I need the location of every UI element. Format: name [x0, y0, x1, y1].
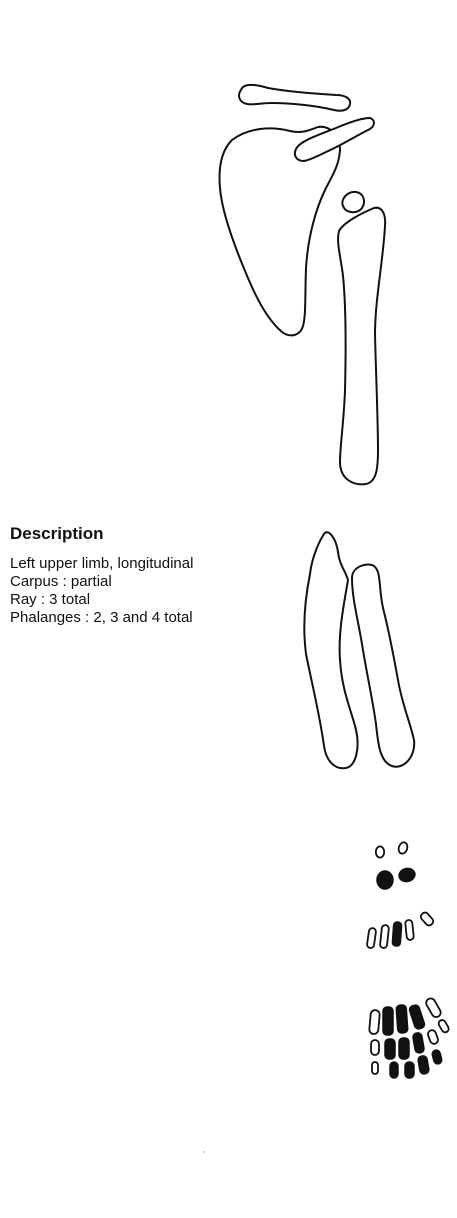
carpal-bone-absent-2	[398, 867, 416, 883]
metacarpal-3	[392, 922, 402, 946]
middle-phalanx-5	[427, 1029, 439, 1045]
description-line-carpus: Carpus : partial	[10, 573, 295, 591]
metacarpal-1	[367, 928, 377, 949]
middle-phalanx-1	[371, 1040, 379, 1055]
radius	[352, 565, 414, 767]
proximal-phalanx-5	[425, 997, 443, 1019]
middle-phalanx-3	[399, 1038, 409, 1059]
distal-phalanx-3	[405, 1062, 414, 1078]
metacarpal-5	[419, 911, 434, 927]
middle-phalanx-4	[412, 1032, 424, 1053]
distal-phalanx-2	[390, 1062, 398, 1078]
metacarpal-4	[405, 920, 414, 941]
proximal-phalanx-1	[369, 1010, 380, 1035]
clavicle	[239, 85, 350, 111]
description-line-limb: Left upper limb, longitudinal	[10, 555, 295, 573]
carpal-bone-1	[376, 846, 384, 857]
carpal-bone-absent-1	[377, 871, 393, 889]
print-speck	[203, 1151, 204, 1152]
description-block: Description Left upper limb, longitudina…	[10, 524, 295, 627]
distal-phalanx-4	[417, 1055, 429, 1074]
distal-phalanx-1	[372, 1062, 378, 1074]
middle-phalanx-2	[385, 1039, 395, 1059]
description-line-ray: Ray : 3 total	[10, 591, 295, 609]
proximal-phalanx-3	[396, 1005, 408, 1034]
ulna	[304, 532, 357, 768]
description-line-phalanges: Phalanges : 2, 3 and 4 total	[10, 609, 295, 627]
distal-phalanx-5	[431, 1049, 442, 1065]
proximal-phalanx-4	[409, 1004, 426, 1030]
humerus	[338, 208, 385, 485]
metacarpal-2	[380, 925, 389, 949]
description-title: Description	[10, 524, 295, 544]
proximal-phalanx-2	[383, 1007, 393, 1035]
humerus-head	[342, 192, 364, 212]
carpal-bone-2	[397, 841, 409, 855]
proximal-phalanx-6	[437, 1019, 450, 1034]
scapula	[220, 127, 341, 336]
